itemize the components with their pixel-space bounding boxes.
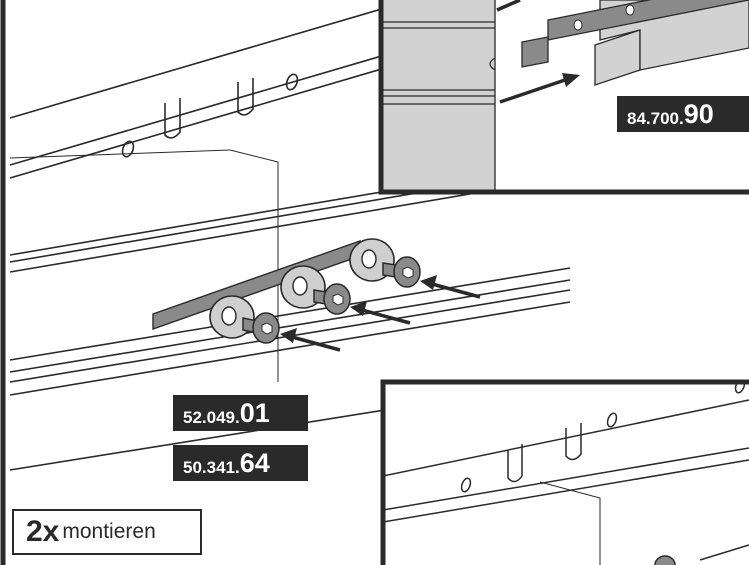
part-number-prefix: 52.049. <box>183 408 240 427</box>
quantity-action: montieren <box>62 520 156 543</box>
part-number-prefix: 50.341. <box>183 458 240 477</box>
part-number-suffix: 64 <box>239 448 270 478</box>
insert-arrow-middle <box>350 301 411 325</box>
part-number-suffix: 90 <box>683 99 714 129</box>
quantity-count: 2x <box>26 515 60 548</box>
screw-left <box>242 312 280 344</box>
screw-middle <box>313 283 351 315</box>
slide-arrow-lower <box>499 73 580 104</box>
part-number-label-screw: 50.341.64 <box>173 445 308 481</box>
connector-plate-detail <box>547 0 749 41</box>
washer-left <box>209 295 255 339</box>
lower-profile-rail <box>9 267 571 471</box>
connector-plate <box>152 240 361 330</box>
insert-arrow-right <box>420 275 481 299</box>
slide-arrow-upper <box>496 0 521 12</box>
detail-view-bottom <box>380 379 749 565</box>
part-number-suffix: 01 <box>239 398 270 428</box>
part-number-prefix: 84.700. <box>627 109 684 128</box>
insert-arrow-left <box>280 328 341 352</box>
quantity-instruction-box: 2x montieren <box>12 509 202 555</box>
screw-right <box>382 256 421 288</box>
upper-profile-rail <box>9 7 571 382</box>
part-number-label-washer: 52.049.01 <box>173 395 308 431</box>
part-number-label-top: 84.700.90 <box>617 96 749 132</box>
washer-middle <box>280 265 326 309</box>
